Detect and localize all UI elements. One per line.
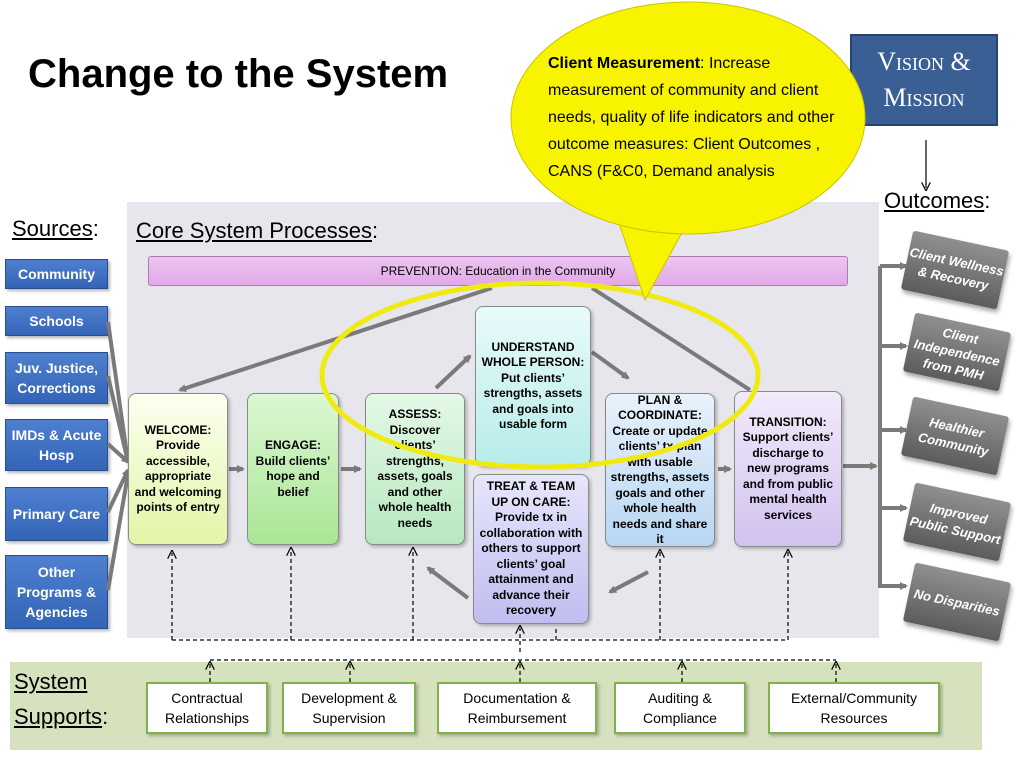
mission-line: Mission (883, 83, 965, 112)
process-plan-coordinate: PLAN & COORDINATE: Create or update clie… (605, 393, 715, 547)
sources-label: Sources: (12, 216, 99, 241)
client-measurement-heading: Client Measurement (548, 55, 701, 72)
vision-mission-box: Vision & Mission (850, 34, 998, 126)
source-other-programs: Other Programs & Agencies (5, 555, 108, 629)
core-processes-label: Core System Processes: (136, 218, 379, 243)
process-transition: TRANSITION: Support clients’ discharge t… (734, 391, 842, 547)
source-imds-acute-hosp: IMDs & Acute Hosp (5, 419, 108, 471)
client-measurement-text: Client Measurement: Increase measurement… (548, 50, 860, 185)
outcomes-label: Outcomes: (884, 188, 991, 213)
support-auditing-compliance: Auditing & Compliance (614, 682, 746, 734)
process-assess: ASSESS: Discover clients’ strengths, ass… (365, 393, 465, 545)
source-primary-care: Primary Care (5, 487, 108, 541)
page-title: Change to the System (28, 52, 449, 96)
process-welcome: WELCOME: Provide accessible, appropriate… (128, 393, 228, 545)
vision-line: Vision & (877, 47, 971, 76)
source-community: Community (5, 259, 108, 289)
source-juvenile-justice: Juv. Justice, Corrections (5, 352, 108, 404)
client-measurement-body: : Increase measurement of community and … (548, 55, 835, 180)
support-documentation-reimbursement: Documentation & Reimbursement (437, 682, 597, 734)
process-understand-whole-person: UNDERSTAND WHOLE PERSON: Put clients’ st… (475, 306, 591, 466)
support-external-community-resources: External/Community Resources (768, 682, 940, 734)
support-development-supervision: Development & Supervision (282, 682, 416, 734)
process-engage: ENGAGE: Build clients’ hope and belief (247, 393, 339, 545)
source-schools: Schools (5, 306, 108, 336)
support-contractual-relationships: Contractual Relationships (146, 682, 268, 734)
process-treat-team-up: TREAT & TEAM UP ON CARE: Provide tx in c… (473, 474, 589, 624)
